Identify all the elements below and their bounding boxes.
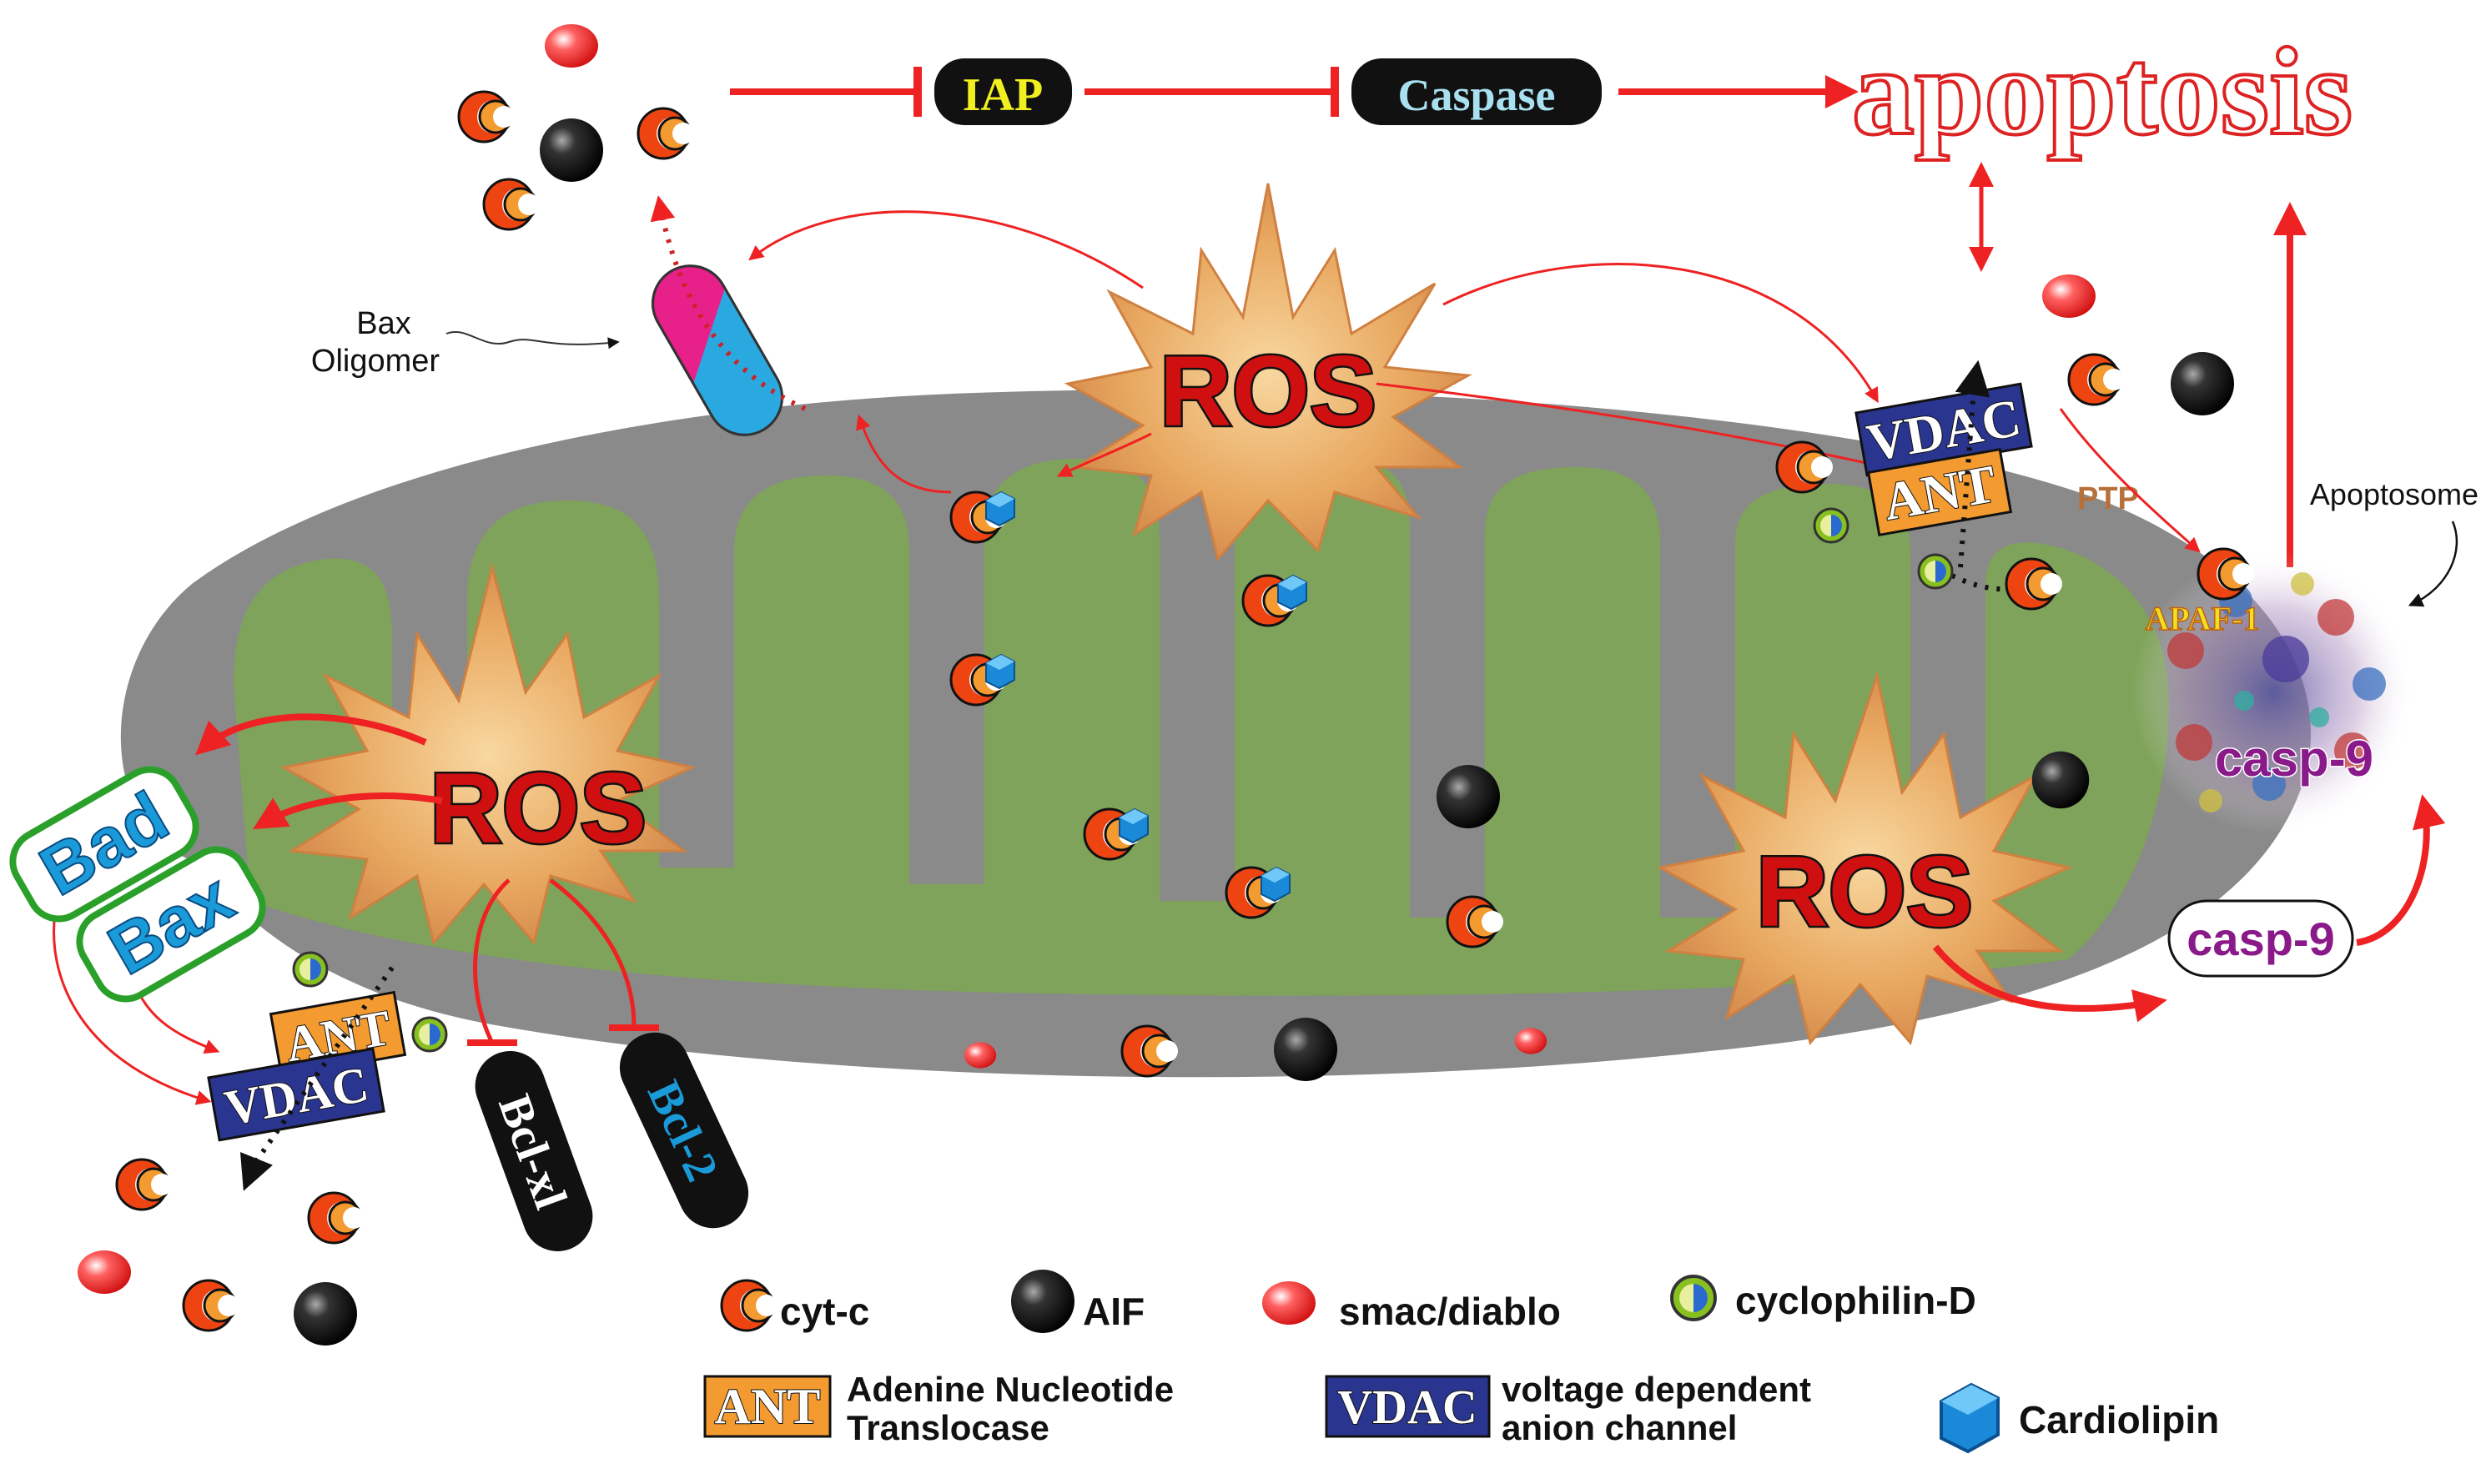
bax-oligomer-label: Bax Oligomer <box>311 306 620 379</box>
bax-oligomer <box>652 264 783 436</box>
svg-text:Caspase: Caspase <box>1397 70 1555 120</box>
top-pathway: IAP Caspase apoptosis <box>730 21 2354 163</box>
svg-text:Translocase: Translocase <box>847 1408 1049 1447</box>
svg-text:ROS: ROS <box>1160 335 1376 447</box>
svg-text:ROS: ROS <box>1756 836 1973 948</box>
svg-text:Apoptosome: Apoptosome <box>2310 477 2478 511</box>
released-molecules-top <box>457 24 696 231</box>
released-molecules-right <box>2042 274 2234 553</box>
svg-text:VDAC: VDAC <box>1337 1380 1477 1434</box>
svg-text:APAF-1: APAF-1 <box>2146 600 2260 637</box>
legend-cytc: cyt-c <box>720 1279 869 1333</box>
svg-text:Oligomer: Oligomer <box>311 344 440 379</box>
ros-explosion-left <box>279 562 697 946</box>
ros-label-right: ROS <box>1754 834 1975 950</box>
legend-cardiolipin: Cardiolipin <box>1940 1383 2219 1453</box>
ros-label-center: ROS <box>1157 334 1378 450</box>
ros-label-left: ROS <box>427 751 648 867</box>
svg-text:cyclophilin-D: cyclophilin-D <box>1735 1279 1976 1322</box>
ros-explosion-center <box>1064 183 1472 562</box>
legend-aif: AIF <box>1011 1270 1145 1333</box>
legend-vdac: VDAC voltage dependent anion channel <box>1325 1370 1811 1447</box>
svg-text:Cardiolipin: Cardiolipin <box>2019 1398 2219 1441</box>
ros-explosion-right <box>1656 671 2073 1046</box>
legend-cyclophilin: cyclophilin-D <box>1670 1275 1976 1322</box>
svg-text:Adenine Nucleotide: Adenine Nucleotide <box>847 1370 1174 1409</box>
svg-text:casp-9: casp-9 <box>2215 731 2373 787</box>
svg-text:Bax: Bax <box>356 306 410 341</box>
bcl-xl-badge: Bcl-xl <box>475 1051 593 1251</box>
svg-text:anion channel: anion channel <box>1502 1408 1737 1447</box>
svg-text:VDAC: VDAC <box>220 1056 372 1135</box>
caspase-badge: Caspase <box>1351 58 1602 125</box>
iap-badge: IAP <box>934 58 1072 125</box>
casp9-free: casp-9 <box>2167 899 2354 978</box>
apoptosome: APAF-1 casp-9 Apoptosome <box>2131 477 2478 834</box>
svg-text:smac/diablo: smac/diablo <box>1339 1290 1561 1333</box>
svg-text:ROS: ROS <box>430 752 647 864</box>
ptp-complex-right: VDAC ANT PTP <box>1775 360 2139 611</box>
ros-right-to-casp9-arrow <box>1932 944 2167 1023</box>
svg-text:ANT: ANT <box>715 1379 821 1434</box>
legend-smac: smac/diablo <box>1262 1281 1561 1333</box>
svg-text:casp-9: casp-9 <box>2187 913 2334 965</box>
svg-text:IAP: IAP <box>963 69 1043 121</box>
released-molecules-bottom-left <box>78 1158 366 1346</box>
casp9-to-apoptosome-arrow <box>2356 794 2446 946</box>
svg-text:voltage dependent: voltage dependent <box>1502 1370 1811 1409</box>
bax-oligomer-path <box>650 195 807 411</box>
svg-text:AIF: AIF <box>1083 1290 1145 1333</box>
legend: cyt-c AIF smac/diablo cyclophilin-D ANT … <box>703 1270 2219 1453</box>
legend-ant: ANT Adenine Nucleotide Translocase <box>703 1370 1174 1447</box>
apoptosis-label: apoptosis <box>1852 23 2353 161</box>
svg-text:cyt-c: cyt-c <box>780 1290 869 1333</box>
